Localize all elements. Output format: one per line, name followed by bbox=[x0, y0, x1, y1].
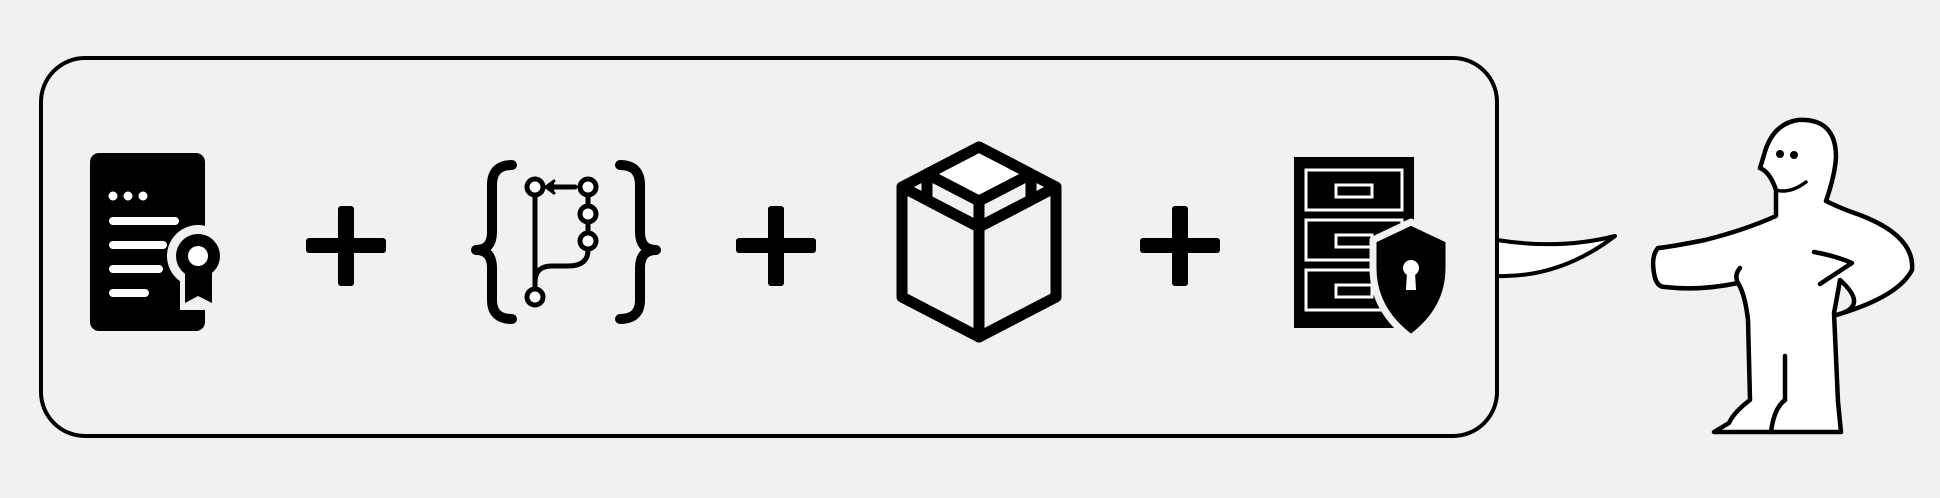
speech-bubble bbox=[39, 56, 1617, 438]
bubble-tail-outline bbox=[1496, 234, 1617, 279]
plus-icon bbox=[306, 206, 386, 286]
plus-icon bbox=[1140, 206, 1220, 286]
plus-icon bbox=[736, 206, 816, 286]
package-box-icon bbox=[896, 141, 1062, 343]
pointing-person-figure bbox=[1650, 117, 1915, 435]
certificate-document-icon bbox=[90, 153, 229, 331]
bubble-box bbox=[39, 56, 1499, 438]
bubble-tail bbox=[1496, 236, 1615, 277]
secure-filing-cabinet-icon bbox=[1294, 157, 1453, 342]
git-code-braces-icon bbox=[471, 160, 661, 324]
